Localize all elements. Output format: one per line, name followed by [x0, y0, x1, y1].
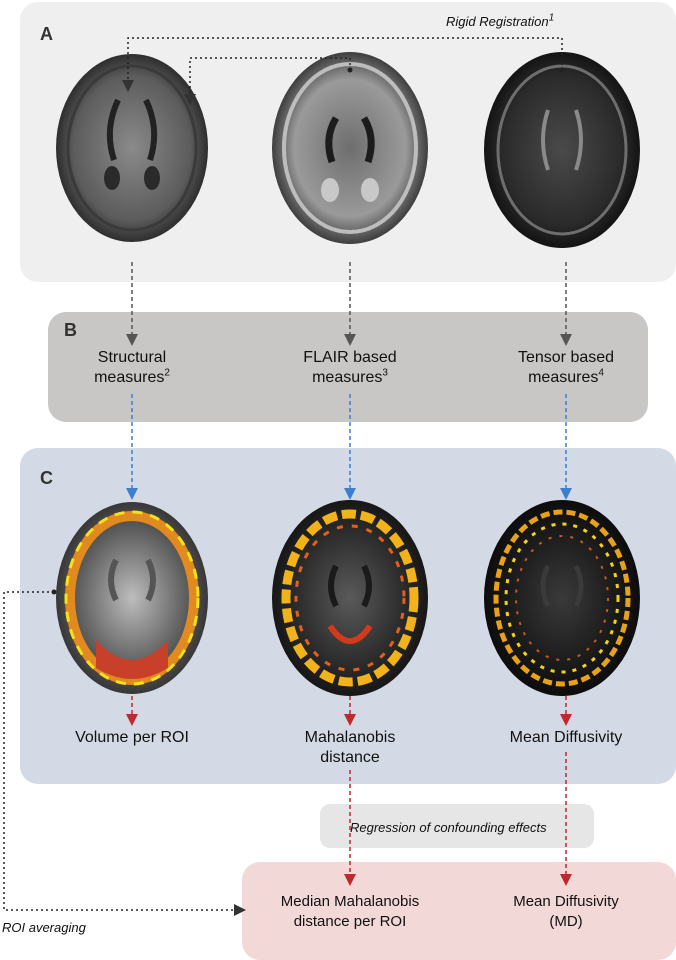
panel-c-letter: C — [40, 468, 53, 488]
flair-brain-image — [272, 52, 428, 244]
registration-arrows — [122, 37, 563, 106]
b-to-c-arrows — [126, 394, 572, 500]
t1-brain-image — [56, 54, 208, 242]
panel-b-measures — [48, 312, 648, 422]
volume-roi-brain-image — [56, 502, 208, 694]
a-to-b-arrows — [126, 262, 572, 346]
volume-per-roi-label: Volume per ROI — [75, 729, 189, 746]
output-panel — [242, 862, 676, 960]
panel-a-letter: A — [40, 24, 53, 44]
roi-averaging-arrow — [3, 591, 246, 916]
regression-label: Regression of confounding effects — [350, 820, 547, 835]
mahalanobis-brain-image — [272, 500, 428, 696]
mahalanobis-distance-label: Mahalanobis distance — [304, 729, 396, 766]
c-to-labels-arrows — [126, 696, 572, 886]
mean-diffusivity-output-label: Mean Diffusivity (MD) — [513, 893, 619, 930]
tensor-measures-label: Tensor based measures4 — [517, 349, 615, 386]
dti-brain-image — [484, 52, 640, 248]
regression-box — [320, 804, 594, 848]
structural-measures-label: Structural measures2 — [94, 349, 170, 386]
mean-diffusivity-label: Mean Diffusivity — [509, 729, 623, 746]
median-mahalanobis-output-label: Median Mahalanobis distance per ROI — [280, 893, 420, 930]
rigid-registration-label: Rigid Registration1 — [446, 12, 555, 29]
flair-measures-label: FLAIR based measures3 — [303, 349, 397, 386]
panel-b-letter: B — [64, 320, 77, 340]
mean-diffusivity-brain-image — [484, 500, 640, 696]
roi-averaging-label: ROI averaging — [2, 920, 86, 935]
